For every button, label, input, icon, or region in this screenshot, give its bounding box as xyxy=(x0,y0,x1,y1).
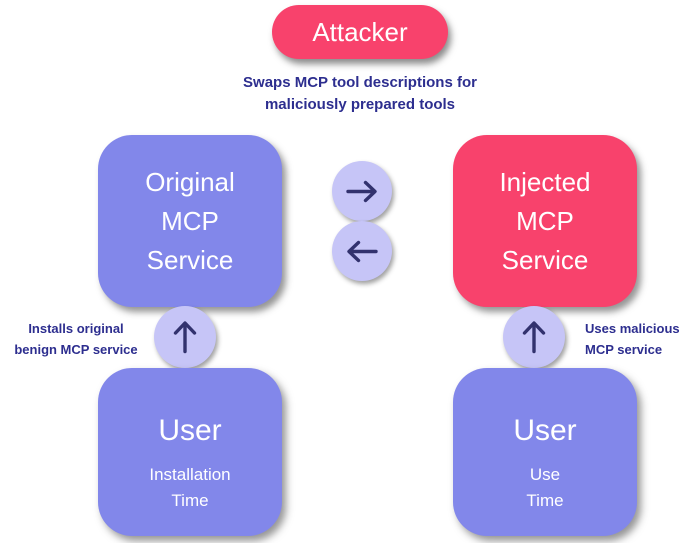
attacker-box: Attacker xyxy=(272,5,448,59)
arrow-left-icon xyxy=(344,238,380,265)
attacker-label: Attacker xyxy=(312,16,408,47)
user-use-time-label: Use Time xyxy=(526,465,564,510)
user-use-box: User Use Time xyxy=(453,368,637,536)
install-arrow-circle xyxy=(154,306,216,368)
arrow-up-icon xyxy=(171,318,199,356)
user-installation-time-label: Installation Time xyxy=(149,465,231,510)
install-flow-label: Installs original benign MCP service xyxy=(14,321,138,358)
swap-left-circle xyxy=(332,221,392,281)
injected-mcp-service-box: Injected MCP Service xyxy=(453,135,637,307)
user-title: User xyxy=(158,414,222,447)
user-title: User xyxy=(513,414,577,447)
use-flow-label: Uses malicious MCP service xyxy=(585,321,680,358)
original-mcp-service-box: Original MCP Service xyxy=(98,135,282,307)
arrow-up-icon xyxy=(520,318,548,356)
injected-mcp-service-label: Injected MCP Service xyxy=(499,166,591,275)
arrow-right-icon xyxy=(344,178,380,205)
use-arrow-circle xyxy=(503,306,565,368)
swap-right-circle xyxy=(332,161,392,221)
user-installation-box: User Installation Time xyxy=(98,368,282,536)
original-mcp-service-label: Original MCP Service xyxy=(145,166,235,275)
attack-action-text: Swaps MCP tool descriptions for maliciou… xyxy=(243,74,477,113)
